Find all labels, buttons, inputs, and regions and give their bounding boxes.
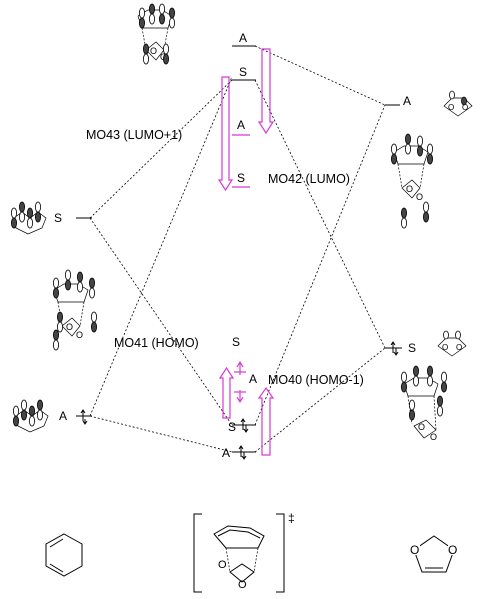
svg-text:O: O [406,184,413,194]
structure-dioxole: O O [410,535,458,573]
orbital-ts-lumo: O O [390,133,434,229]
orbital-ts-homo-minus1: O O [400,365,448,442]
svg-text:O: O [418,422,425,432]
orbital-ts-homo: O O [53,269,97,351]
sym-a-mid: A [237,118,245,132]
svg-text:O: O [410,543,419,557]
arrow-down-top [257,48,275,135]
sym-s-top: S [239,65,247,79]
ts-double-dagger: ‡ [288,511,295,525]
orbital-cyclohexadiene-a [12,399,49,433]
sym-a-low: A [222,446,230,460]
mo-label-lumo: MO42 (LUMO) [268,172,350,186]
sym-homo-s: S [232,335,240,349]
energy-levels [76,45,402,453]
svg-text:O: O [218,559,227,571]
arrow-down-left [217,76,234,192]
structure-transition-state: O O ‡ [193,511,295,593]
orbital-ts-lumo-plus1: O O [137,3,176,65]
symmetry-labels: A S A S A S S A S A S A [54,31,416,460]
electron-pair-left-a [80,409,88,425]
svg-text:O: O [448,543,457,557]
sym-homo-a: A [249,372,257,386]
sym-right-a: A [403,94,411,108]
mo-label-lumo-plus1: MO43 (LUMO+1) [86,128,182,142]
bracket-right [276,513,285,593]
electron-pair-right-s [390,341,399,356]
sym-s-mid: S [237,171,245,185]
svg-text:O: O [238,579,247,591]
svg-text:O: O [150,46,157,56]
svg-text:O: O [76,330,83,340]
mo-label-homo: MO41 (HOMO) [114,336,199,350]
correlation-lines [89,45,386,453]
orbital-cyclohexadiene-s [10,201,47,235]
orbital-dioxole-s: O O [437,330,467,357]
svg-text:O: O [462,103,468,112]
sym-right-s: S [408,341,416,355]
svg-text:O: O [430,432,437,442]
mo-labels: MO43 (LUMO+1) MO42 (LUMO) MO41 (HOMO) MO… [86,128,364,387]
sym-left-a: A [59,409,67,423]
svg-text:O: O [416,192,423,202]
arrow-up-homo [218,366,235,419]
svg-text:O: O [448,103,454,112]
svg-text:O: O [456,343,462,352]
electron-pair-homo-magenta [234,360,246,404]
electron-pairs [80,341,399,460]
sym-left-s: S [54,211,62,225]
arrow-up-homo-minus1 [257,386,275,456]
orbital-dioxole-a: O O [443,90,473,117]
structure-cyclohexadiene [45,533,83,577]
bracket-left [193,513,202,593]
sym-s-low: S [228,420,236,434]
electron-pair-central-s-low [240,418,249,433]
sym-a-top: A [239,31,247,45]
excitation-arrows [217,48,275,456]
mo-label-homo-minus1: MO40 (HOMO-1) [268,373,364,387]
electron-pair-central-a-low [238,445,247,460]
svg-text:O: O [442,343,448,352]
svg-text:O: O [66,322,73,332]
